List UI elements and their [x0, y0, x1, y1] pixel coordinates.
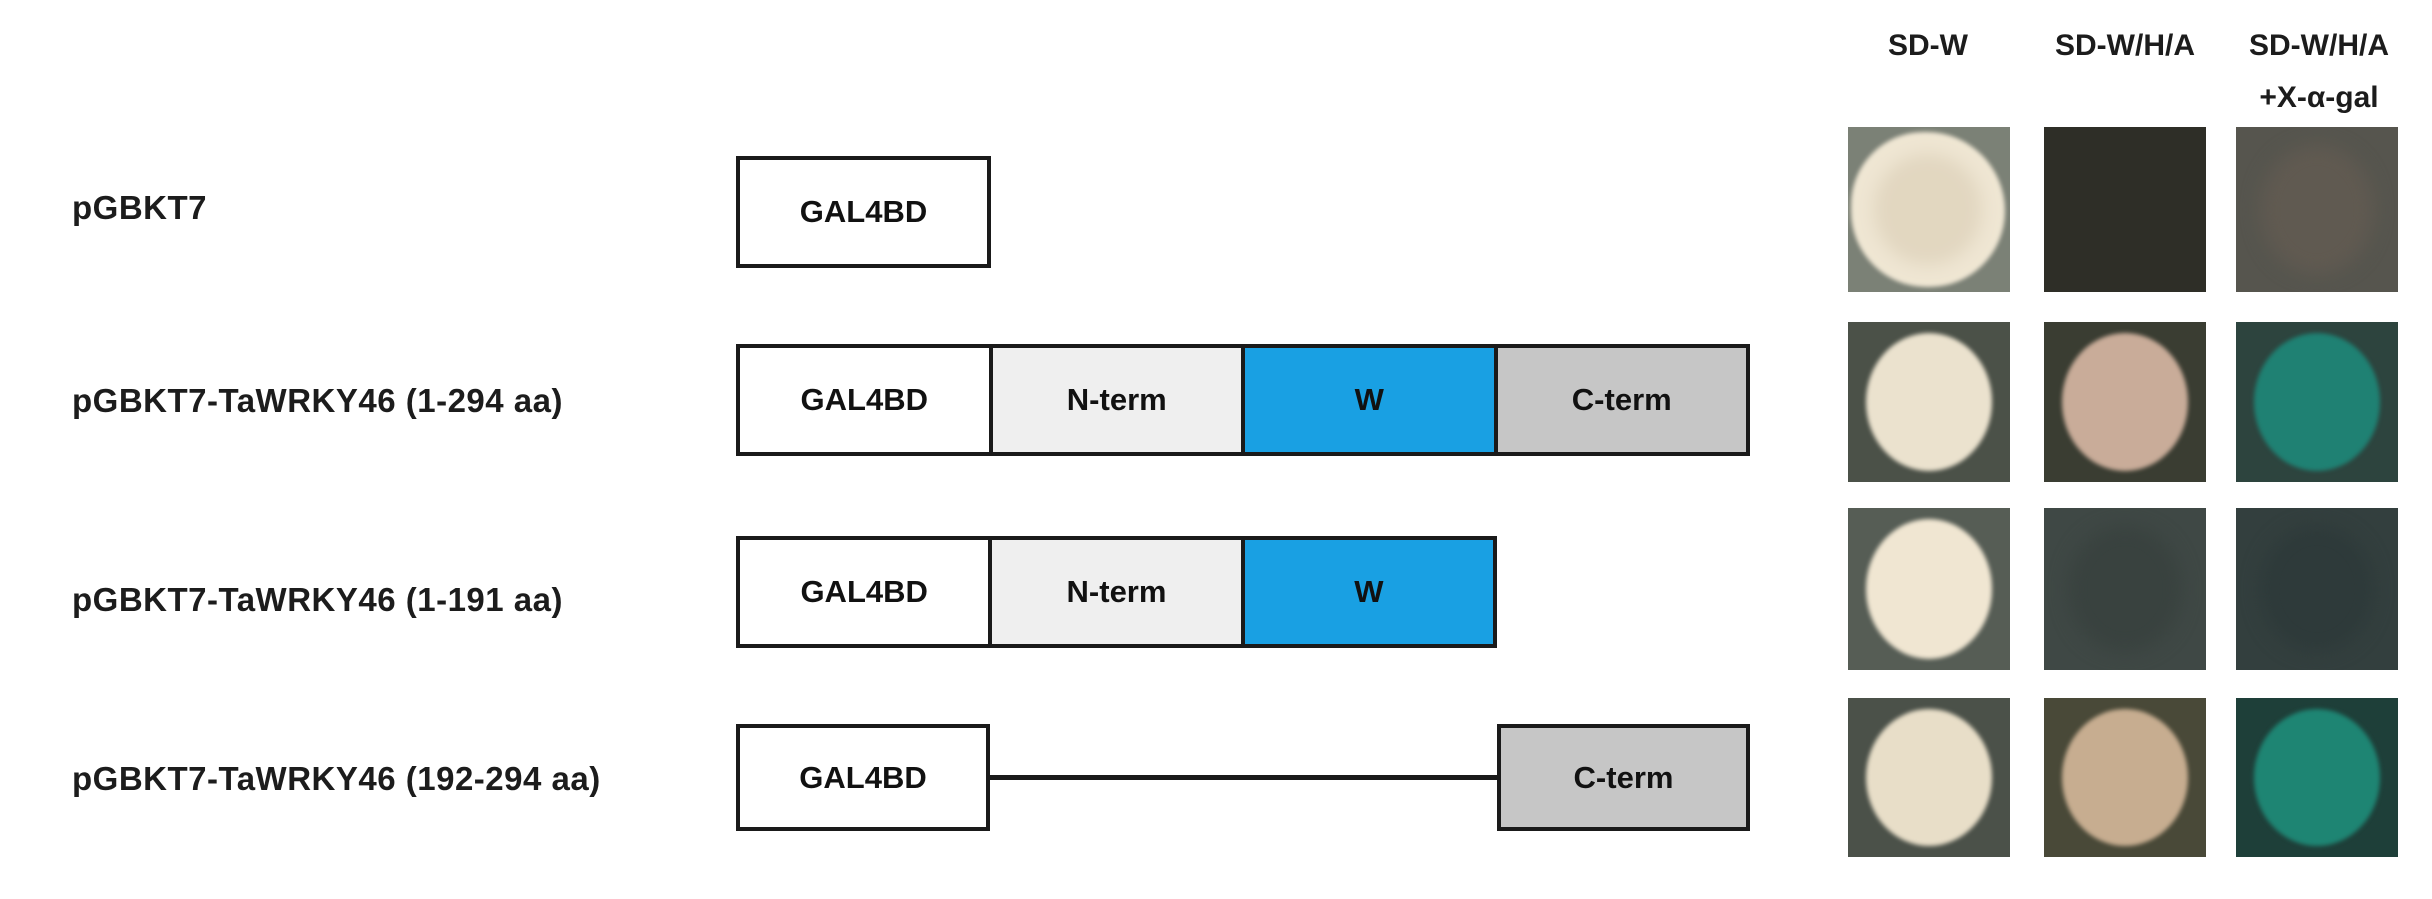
construct-bar-1-294: GAL4BD N-term W C-term	[736, 344, 1750, 456]
plate-row1-sdwha	[2044, 127, 2206, 292]
construct-label-1-294: pGBKT7-TaWRKY46 (1-294 aa)	[72, 382, 564, 419]
plate-row4-sdwha	[2044, 698, 2206, 857]
media-header-sdwha-xagal: SD-W/H/A +X-α-gal	[2212, 20, 2426, 124]
domain-box-c-term: C-term	[1497, 724, 1750, 831]
plate-row1-xagal	[2236, 127, 2398, 292]
domain-c-term: C-term	[1493, 348, 1746, 452]
plate-row3-sdwha	[2044, 508, 2206, 670]
construct-label-192-294: pGBKT7-TaWRKY46 (192-294 aa)	[72, 760, 601, 797]
yeast-colony-blue	[2253, 709, 2381, 846]
yeast-colony-faint	[2260, 525, 2374, 653]
deletion-connector-line	[990, 775, 1497, 780]
plate-row2-sdwha	[2044, 322, 2206, 482]
yeast-colony	[2061, 709, 2189, 846]
yeast-colony-faint	[2068, 525, 2182, 653]
media-header-line1: SD-W/H/A	[2249, 29, 2389, 62]
media-header-sdwha: SD-W/H/A	[2055, 29, 2195, 62]
construct-label-pgbkt7: pGBKT7	[72, 189, 207, 226]
media-header-line2: +X-α-gal	[2259, 81, 2379, 114]
yeast-colony	[2061, 333, 2189, 471]
domain-n-term: N-term	[988, 348, 1241, 452]
plate-row1-sdw	[1848, 127, 2010, 292]
yeast-colony-faint	[2260, 145, 2374, 274]
yeast-colony	[1851, 131, 2006, 288]
domain-n-term: N-term	[988, 540, 1241, 644]
yeast-colony	[1865, 709, 1993, 846]
yeast-colony-none	[2068, 145, 2181, 274]
construct-bar-1-191: GAL4BD N-term W	[736, 536, 1497, 648]
plate-row4-sdw	[1848, 698, 2010, 857]
plate-row3-sdw	[1848, 508, 2010, 670]
domain-w: W	[1240, 540, 1493, 644]
domain-box-gal4bd: GAL4BD	[736, 156, 991, 268]
yeast-colony	[1865, 333, 1993, 471]
domain-gal4bd: GAL4BD	[740, 348, 989, 452]
media-header-sdw: SD-W	[1888, 29, 1968, 62]
plate-row4-xagal	[2236, 698, 2398, 857]
domain-w: W	[1241, 348, 1494, 452]
plate-row2-xagal	[2236, 322, 2398, 482]
domain-gal4bd: GAL4BD	[740, 540, 989, 644]
domain-box-gal4bd: GAL4BD	[736, 724, 990, 831]
construct-label-1-191: pGBKT7-TaWRKY46 (1-191 aa)	[72, 581, 564, 618]
plate-row3-xagal	[2236, 508, 2398, 670]
yeast-colony	[1865, 519, 1993, 659]
plate-row2-sdw	[1848, 322, 2010, 482]
yeast-colony-blue	[2253, 333, 2381, 471]
